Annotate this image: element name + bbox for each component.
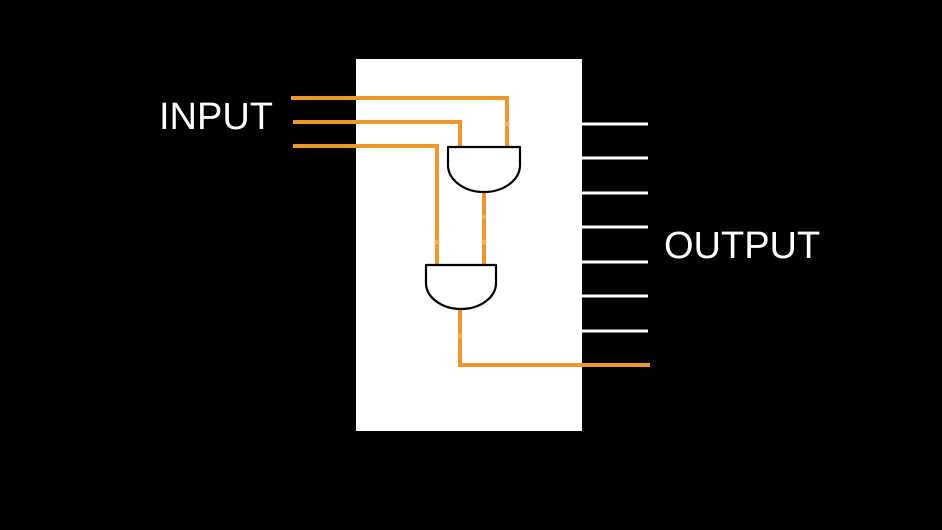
input-wire-2 xyxy=(293,120,462,148)
junction-dot xyxy=(481,239,487,245)
junction-dot xyxy=(482,215,486,219)
and-gate-2 xyxy=(424,263,498,311)
junction-dot xyxy=(504,121,510,127)
gate2-output-wire xyxy=(458,309,650,367)
junction-dot xyxy=(457,333,463,339)
wire-junctions xyxy=(434,121,510,339)
internal-wires xyxy=(458,192,650,367)
chip-body xyxy=(356,59,582,431)
input-label: INPUT xyxy=(159,96,273,138)
input-wire-1 xyxy=(291,96,509,148)
and-gate-1 xyxy=(446,145,522,194)
output-wires xyxy=(582,122,648,333)
junction-dot xyxy=(434,239,440,245)
output-label: OUTPUT xyxy=(664,225,821,267)
